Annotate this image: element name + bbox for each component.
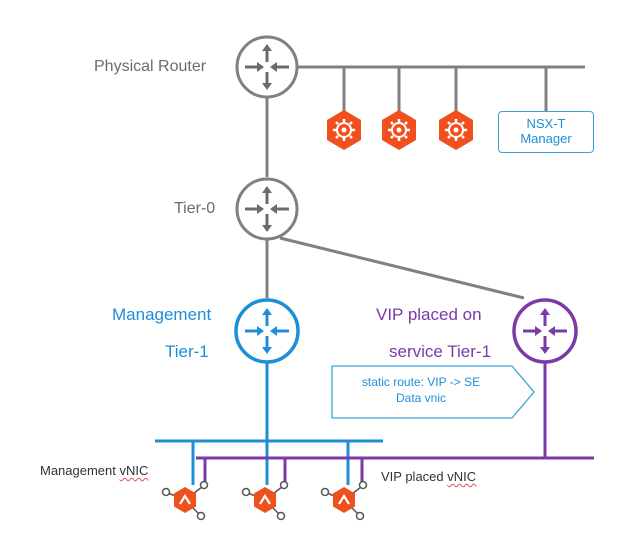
- vip-vnic-word: vNIC: [447, 469, 477, 484]
- vip-vnic-prefix: VIP placed: [381, 469, 448, 484]
- tier0-label: Tier-0: [174, 200, 216, 217]
- vip-label-line2: service Tier-1: [389, 342, 492, 361]
- static-route-callout: [331, 365, 535, 419]
- service-engine-1-icon: [161, 480, 209, 521]
- nsx-manager-line1: NSX-T: [526, 116, 566, 132]
- management-label-line1: Management: [112, 305, 212, 324]
- vip-vnic-label: VIP placed vNIC: [381, 470, 476, 483]
- tier0-to-vip-line: [279, 236, 525, 300]
- nsx-manager-line2: Manager: [520, 131, 572, 146]
- vip-label-line1: VIP placed on: [376, 305, 482, 324]
- tier0-router-icon: [235, 177, 299, 241]
- management-vnic-label: Management vNIC: [40, 464, 148, 477]
- management-vnic-prefix: Management: [40, 463, 120, 478]
- mgmt-tier1-router-icon: [234, 298, 300, 364]
- edge-node-1-gear-hexagon-icon: [327, 110, 361, 150]
- service-engine-2-icon: [241, 480, 289, 521]
- management-vnic-word: vNIC: [119, 463, 149, 478]
- edge-node-2-gear-hexagon-icon: [382, 110, 416, 150]
- management-label-line2: Tier-1: [165, 342, 209, 361]
- physical-router-icon: [235, 35, 299, 99]
- physical-router-label: Physical Router: [94, 58, 207, 75]
- edge-node-3-gear-hexagon-icon: [439, 110, 473, 150]
- static-route-line2: Data vnic: [395, 391, 447, 406]
- static-route-line1: static route: VIP -> SE: [361, 375, 481, 389]
- nsx-manager-box: NSX-T Manager: [498, 111, 594, 153]
- static-route-text: static route: VIP -> SE Data vnic: [332, 374, 510, 406]
- vip-tier1-router-icon: [512, 298, 578, 364]
- service-engine-3-icon: [320, 480, 368, 521]
